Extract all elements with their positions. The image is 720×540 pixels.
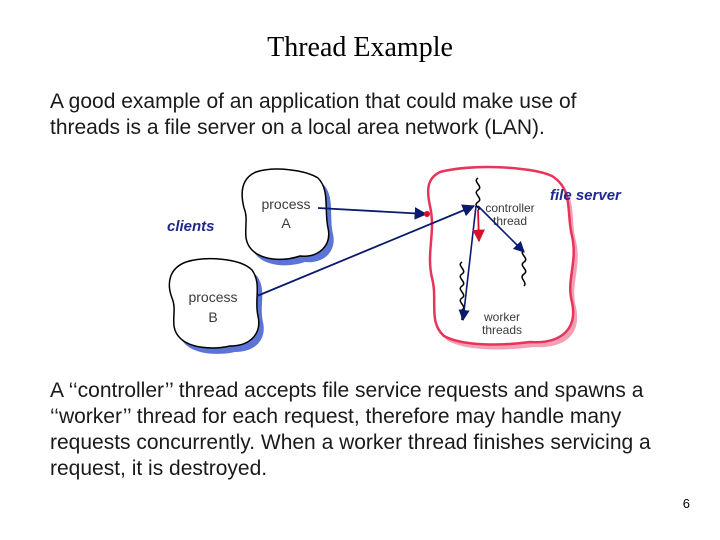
process-b-blob: process B <box>168 257 264 354</box>
desc-line: ‘‘worker’’ thread for each request, ther… <box>50 405 622 428</box>
worker-thread-squiggle <box>459 261 465 320</box>
controller-label-2: thread <box>493 214 527 228</box>
worker-label: worker <box>483 310 520 324</box>
controller-label: controller <box>485 201 534 215</box>
worker-thread-squiggle <box>521 249 527 287</box>
request-arrow-a <box>317 207 428 220</box>
desc-line: request, it is destroyed. <box>50 457 268 480</box>
desc-line: requests concurrently. When a worker thr… <box>50 431 651 454</box>
intro-line: A good example of an application that co… <box>50 90 577 113</box>
controller-thread-squiggle <box>475 177 481 211</box>
process-a-blob: process A <box>241 168 334 266</box>
spawn-arrow-left <box>458 205 477 322</box>
page-number: 6 <box>682 496 690 511</box>
request-arrow-b <box>256 204 476 297</box>
description-paragraph: A ‘‘controller’’ thread accepts file ser… <box>50 378 690 482</box>
process-a-letter: A <box>281 215 291 231</box>
spawn-arrow-right <box>477 205 525 253</box>
process-b-letter: B <box>208 309 217 325</box>
file-server-label: file server <box>550 187 622 204</box>
server-port-dot <box>424 211 430 217</box>
intro-paragraph: A good example of an application that co… <box>50 89 690 141</box>
worker-label-2: threads <box>482 323 522 337</box>
controller-arrow <box>472 209 485 243</box>
slide-title: Thread Example <box>267 32 453 63</box>
clients-label: clients <box>167 218 215 235</box>
desc-line: A ‘‘controller’’ thread accepts file ser… <box>50 379 644 402</box>
intro-line: threads is a file server on a local area… <box>50 116 545 139</box>
process-b-label: process <box>188 289 237 305</box>
process-a-label: process <box>261 196 310 212</box>
